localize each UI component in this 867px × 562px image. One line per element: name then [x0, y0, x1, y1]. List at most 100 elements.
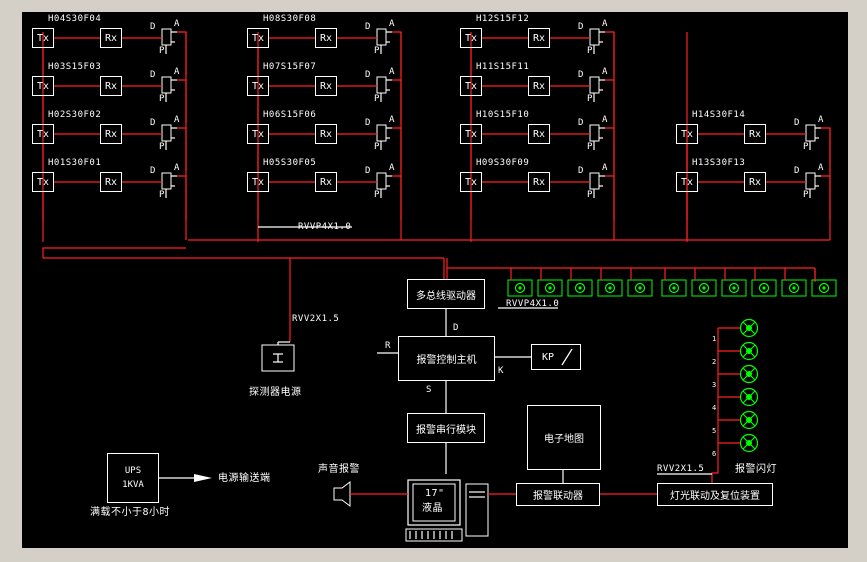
detector-icon [698, 282, 710, 294]
alarm-controller-box[interactable]: 报警控制主机 [398, 336, 495, 381]
strobe-icon [739, 341, 759, 361]
detector-box [781, 279, 807, 297]
relay-box [589, 76, 600, 94]
relay-d-label: D [794, 166, 800, 176]
monitor-icon [407, 479, 461, 526]
relay-box [376, 124, 387, 142]
detector-power-label: 探测器电源 [249, 387, 302, 398]
rx-unit[interactable]: Rx [100, 172, 122, 192]
relay-box [805, 124, 816, 142]
tx-unit[interactable]: Tx [32, 172, 54, 192]
tx-unit[interactable]: Tx [247, 172, 269, 192]
power-supply-symbol [261, 344, 295, 372]
electronic-map-box[interactable]: 电子地图 [527, 405, 601, 470]
strobe-icon [739, 318, 759, 338]
relay-box [589, 124, 600, 142]
tx-unit[interactable]: Tx [460, 124, 482, 144]
rx-unit[interactable]: Rx [100, 28, 122, 48]
relay-d-label: D [150, 118, 156, 128]
monitor-type-label: 液晶 [422, 503, 443, 514]
kp-slash [561, 348, 573, 366]
relay-feed [392, 175, 402, 220]
strobe-number: 3 [712, 381, 717, 389]
cable-label-top: RVVP4X1.0 [298, 222, 352, 232]
detector-icon-core [578, 286, 582, 290]
relay-d-label: D [365, 22, 371, 32]
tx-unit[interactable]: Tx [460, 28, 482, 48]
kp-keypad-box[interactable]: KP [531, 344, 581, 370]
relay-box [376, 28, 387, 46]
strobe-number: 6 [712, 450, 717, 458]
relay-d-label: D [365, 118, 371, 128]
detector-icon-core [608, 286, 612, 290]
tx-unit[interactable]: Tx [460, 76, 482, 96]
detector-box [537, 279, 563, 297]
relay-p-label: P [803, 190, 809, 200]
light-control-box[interactable]: 灯光联动及复位装置 [657, 483, 773, 506]
strobe-number: 5 [712, 427, 717, 435]
detector-icon-core [762, 286, 766, 290]
relay-p-label: P [374, 94, 380, 104]
relay-a-label: A [174, 67, 180, 77]
node-label: H05S30F05 [263, 158, 317, 168]
detector-icon [634, 282, 646, 294]
detector-icon-core [792, 286, 796, 290]
rx-unit[interactable]: Rx [315, 172, 337, 192]
node-label: H07S15F07 [263, 62, 317, 72]
relay-p-label: P [159, 142, 165, 152]
kp-label: KP [542, 351, 555, 363]
tx-unit[interactable]: Tx [247, 76, 269, 96]
relay-feed [821, 175, 831, 220]
detector-box [597, 279, 623, 297]
alarm-linkage-box[interactable]: 报警联动器 [516, 483, 600, 506]
ups-note-label: 满载不小于8小时 [90, 507, 171, 518]
tx-unit[interactable]: Tx [676, 124, 698, 144]
relay-a-label: A [602, 163, 608, 173]
relay-d-label: D [794, 118, 800, 128]
serial-module-box[interactable]: 报警串行模块 [407, 413, 485, 443]
rx-unit[interactable]: Rx [528, 124, 550, 144]
tx-unit[interactable]: Tx [676, 172, 698, 192]
rx-unit[interactable]: Rx [315, 76, 337, 96]
port-d-label: D [453, 323, 459, 333]
relay-box [376, 172, 387, 190]
rx-unit[interactable]: Rx [100, 124, 122, 144]
relay-a-label: A [174, 19, 180, 29]
tx-unit[interactable]: Tx [247, 28, 269, 48]
tx-unit[interactable]: Tx [247, 124, 269, 144]
bus-driver-box[interactable]: 多总线驱动器 [407, 279, 485, 309]
tx-unit[interactable]: Tx [32, 76, 54, 96]
detector-icon-core [822, 286, 826, 290]
node-label: H09S30F09 [476, 158, 530, 168]
tx-unit[interactable]: Tx [32, 28, 54, 48]
relay-feed [177, 175, 187, 220]
strobe-number: 1 [712, 335, 717, 343]
detector-icon [604, 282, 616, 294]
node-label: H04S30F04 [48, 14, 102, 24]
rx-unit[interactable]: Rx [100, 76, 122, 96]
rx-unit[interactable]: Rx [744, 172, 766, 192]
tx-unit[interactable]: Tx [32, 124, 54, 144]
ups-box[interactable]: UPS 1KVA [107, 453, 159, 503]
relay-d-label: D [578, 70, 584, 80]
rx-unit[interactable]: Rx [315, 124, 337, 144]
rx-unit[interactable]: Rx [528, 172, 550, 192]
relay-p-label: P [587, 190, 593, 200]
rx-unit[interactable]: Rx [528, 28, 550, 48]
detector-box [567, 279, 593, 297]
trunk-1 [42, 247, 186, 258]
strobe-number: 4 [712, 404, 717, 412]
detector-icon [788, 282, 800, 294]
wiring-layer [42, 28, 837, 542]
strobe-icon [739, 433, 759, 453]
tx-unit[interactable]: Tx [460, 172, 482, 192]
relay-a-label: A [602, 115, 608, 125]
detector-icon-core [518, 286, 522, 290]
node-label: H01S30F01 [48, 158, 102, 168]
relay-d-label: D [365, 166, 371, 176]
rx-unit[interactable]: Rx [744, 124, 766, 144]
detector-icon [668, 282, 680, 294]
rx-unit[interactable]: Rx [315, 28, 337, 48]
relay-feed [605, 175, 615, 220]
rx-unit[interactable]: Rx [528, 76, 550, 96]
